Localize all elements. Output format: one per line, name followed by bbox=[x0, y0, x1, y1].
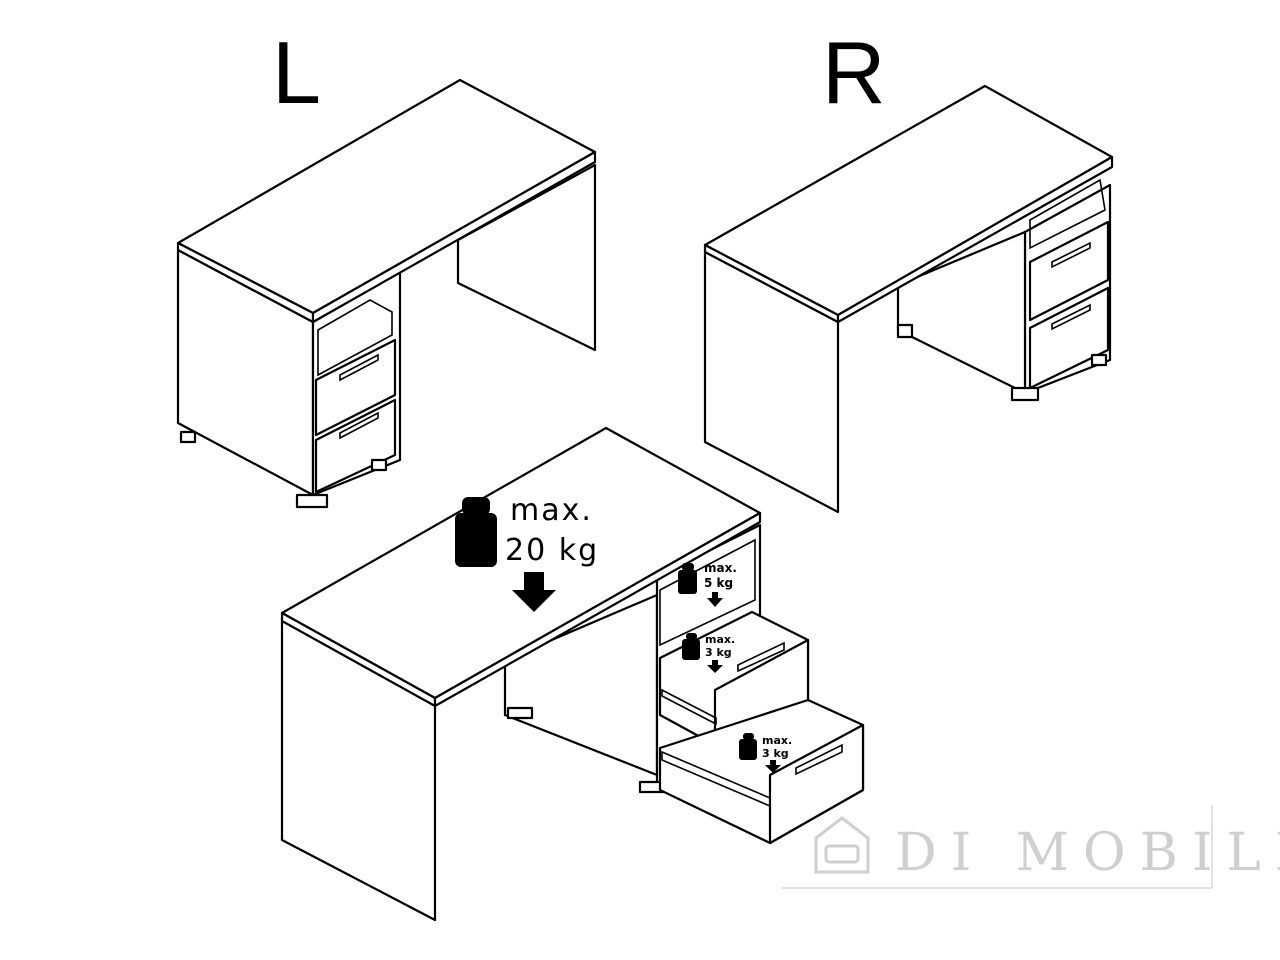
desk-right-variant bbox=[703, 84, 1114, 514]
variant-left-label: L bbox=[272, 23, 321, 122]
down-arrow-icon bbox=[765, 760, 781, 773]
top-load-label-line2: 20 kg bbox=[505, 533, 599, 568]
down-arrow-icon bbox=[707, 660, 723, 673]
shelf-load-marker: max. 5 kg bbox=[678, 561, 737, 607]
drawer-upper-load-label-line1: max. bbox=[705, 633, 735, 646]
drawer-lower-load-label-line1: max. bbox=[762, 734, 792, 747]
variant-right-label: R bbox=[822, 23, 886, 122]
weight-icon bbox=[682, 633, 700, 660]
weight-icon bbox=[455, 497, 497, 567]
down-arrow-icon bbox=[512, 572, 556, 612]
top-load-marker: max. 20 kg bbox=[455, 493, 599, 612]
weight-icon bbox=[678, 563, 697, 594]
drawer-lower-load-marker: max. 3 kg bbox=[739, 733, 792, 773]
drawer-lower-load-label-line2: 3 kg bbox=[762, 747, 789, 760]
drawer-upper-load-label-line2: 3 kg bbox=[705, 646, 732, 659]
down-arrow-icon bbox=[707, 592, 723, 607]
top-load-label-line1: max. bbox=[510, 493, 593, 528]
watermark: DI MOBILÉ bbox=[782, 805, 1280, 889]
desk-left-variant bbox=[176, 78, 597, 509]
watermark-text: DI MOBILÉ bbox=[895, 821, 1280, 883]
shelf-load-label-line1: max. bbox=[704, 561, 737, 575]
weight-icon bbox=[739, 733, 757, 760]
drawer-upper-load-marker: max. 3 kg bbox=[682, 633, 735, 673]
shelf-load-label-line2: 5 kg bbox=[704, 576, 733, 590]
sofa-logo-icon bbox=[814, 816, 870, 874]
